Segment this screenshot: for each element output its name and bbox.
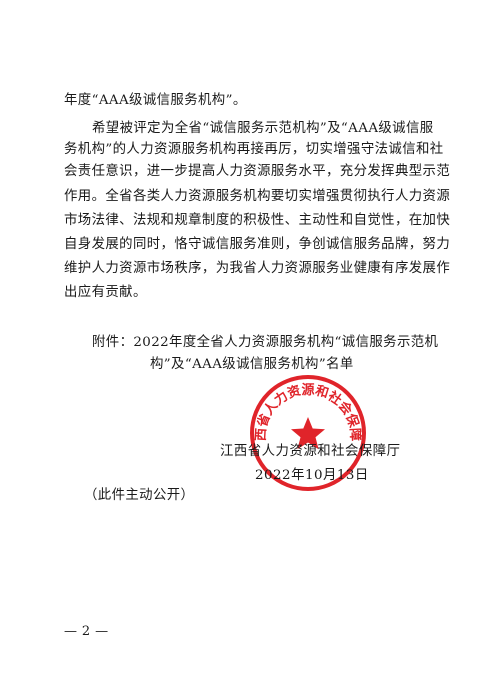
signature-organization: 江西省人力资源和社会保障厅 bbox=[220, 444, 401, 459]
paragraph2-line-7: 维护人力资源市场秩序，为我省人力资源服务业健康有序发展作 bbox=[64, 261, 451, 276]
paragraph1-line-1: 年度“AAA级诚信服务机构”。 bbox=[64, 93, 247, 108]
attachment-line-2: 构”及“AAA级诚信服务机构”名单 bbox=[150, 357, 354, 372]
page-number: — 2 — bbox=[64, 624, 109, 639]
seal-star-icon bbox=[291, 417, 325, 450]
paragraph2-line-3: 会责任意识，进一步提高人力资源服务水平，充分发挥典型示范 bbox=[64, 164, 451, 179]
seal-outer-ring bbox=[250, 375, 366, 491]
attachment-line-1: 附件：2022年度全省人力资源服务机构“诚信服务示范机 bbox=[92, 335, 439, 350]
paragraph2-line-2: 务机构”的人力资源服务机构再接再厉，切实增强守法诚信和社 bbox=[64, 142, 444, 157]
paragraph2-line-6: 自身发展的同时，恪守诚信服务准则，争创诚信服务品牌，努力 bbox=[64, 237, 451, 252]
paragraph2-line-5: 市场法律、法规和规章制度的积极性、主动性和自觉性，在加快 bbox=[64, 213, 451, 228]
official-seal: 江西省人力资源和社会保障厅 bbox=[248, 373, 366, 491]
paragraph2-line-8: 出应有贡献。 bbox=[64, 285, 147, 300]
paragraph2-line-1: 希望被评定为全省“诚信服务示范机构”及“AAA级诚信服 bbox=[92, 121, 434, 136]
disclosure-note: （此件主动公开） bbox=[84, 488, 195, 503]
paragraph2-line-4: 作用。全省各类人力资源服务机构要切实增强贯彻执行人力资源 bbox=[64, 189, 451, 204]
signature-date: 2022年10月13日 bbox=[255, 468, 369, 483]
